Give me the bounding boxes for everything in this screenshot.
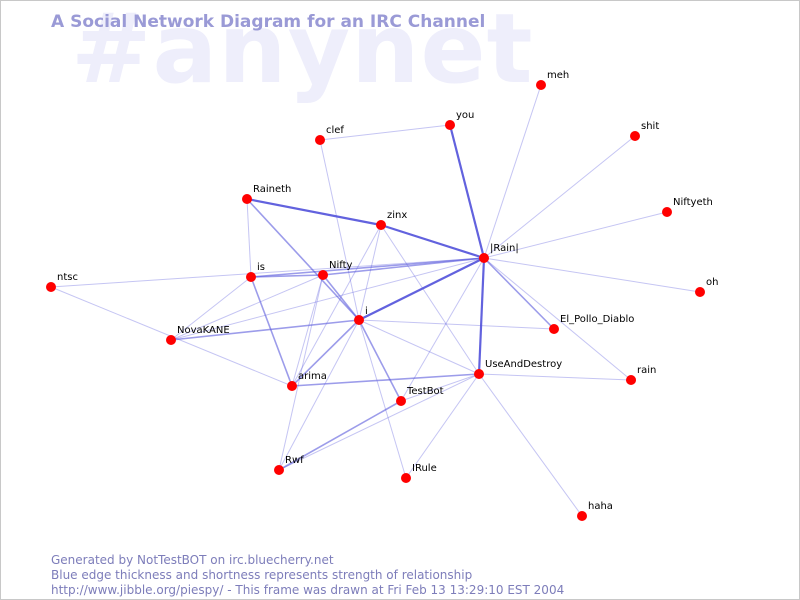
- footer-generated-by: Generated by NotTestBOT on irc.bluecherr…: [51, 553, 334, 567]
- node-Rwf: [274, 465, 284, 475]
- footer-edge-legend: Blue edge thickness and shortness repres…: [51, 568, 473, 582]
- edge-i-NovaKANE: [170, 319, 360, 341]
- node-label-Rwf: Rwf: [285, 455, 304, 466]
- edge-Rain-UseAndDestroy: [477, 257, 486, 375]
- node-meh: [536, 80, 546, 90]
- node-label-i: i: [365, 306, 368, 317]
- edge-i-Rwf: [278, 319, 360, 471]
- node-ntsc: [46, 282, 56, 292]
- edge-clef-i: [319, 139, 360, 321]
- node-label-shit: shit: [641, 121, 659, 132]
- edge-Rain-zinx: [380, 223, 485, 260]
- node-arima: [287, 381, 297, 391]
- node-Nifty: [318, 270, 328, 280]
- edge-i-IRule: [358, 319, 407, 479]
- node-label-Nifty: Nifty: [329, 260, 353, 271]
- edge-clef-you: [319, 124, 451, 141]
- node-label-Rain: |Rain|: [490, 243, 519, 254]
- edge-i-El_Pollo_Diablo: [358, 319, 555, 330]
- channel-watermark: #anynet: [71, 0, 534, 105]
- node-Rain: [479, 253, 489, 263]
- node-label-zinx: zinx: [387, 210, 407, 221]
- node-TestBot: [396, 396, 406, 406]
- node-label-UseAndDestroy: UseAndDestroy: [485, 359, 562, 370]
- edge-Rain-shit: [483, 135, 636, 259]
- edge-i-TestBot: [358, 319, 402, 402]
- node-label-El_Pollo_Diablo: El_Pollo_Diablo: [560, 314, 634, 325]
- footer: Generated by NotTestBOT on irc.bluecherr…: [51, 553, 564, 598]
- edge-Rain-TestBot: [400, 257, 485, 402]
- node-NovaKANE: [166, 335, 176, 345]
- edge-zinx-UseAndDestroy: [380, 224, 480, 375]
- node-i: [354, 315, 364, 325]
- edge-Rain-is: [250, 257, 485, 278]
- node-label-haha: haha: [588, 501, 613, 512]
- node-label-rain: rain: [637, 365, 656, 376]
- node-haha: [577, 511, 587, 521]
- edge-UseAndDestroy-Rwf: [278, 373, 480, 471]
- edge-UseAndDestroy-rain: [478, 373, 632, 381]
- edge-Rain-meh: [483, 84, 542, 259]
- edge-UseAndDestroy-haha: [478, 373, 583, 517]
- footer-source-timestamp: http://www.jibble.org/piespy/ - This fra…: [51, 583, 565, 597]
- edge-Rain-oh: [483, 257, 701, 293]
- node-label-Raineth: Raineth: [253, 184, 291, 195]
- node-clef: [315, 135, 325, 145]
- node-zinx: [376, 220, 386, 230]
- node-label-TestBot: TestBot: [406, 386, 444, 397]
- node-label-is: is: [257, 262, 265, 273]
- edge-Raineth-is: [246, 198, 252, 278]
- edge-Nifty-Rwf: [278, 274, 324, 471]
- node-label-arima: arima: [298, 371, 327, 382]
- edge-Raineth-zinx: [246, 197, 382, 227]
- node-oh: [695, 287, 705, 297]
- node-rain: [626, 375, 636, 385]
- edge-Rain-you: [448, 124, 486, 259]
- edge-zinx-arima: [291, 224, 382, 387]
- node-Niftyeth: [662, 207, 672, 217]
- node-IRule: [401, 473, 411, 483]
- edge-Nifty-i: [322, 274, 360, 321]
- node-label-ntsc: ntsc: [57, 272, 78, 283]
- edge-Rain-i: [358, 257, 485, 321]
- edge-i-UseAndDestroy: [358, 319, 480, 375]
- node-is: [246, 272, 256, 282]
- edge-is-Nifty: [250, 274, 324, 278]
- edge-Nifty-NovaKANE: [170, 274, 324, 341]
- edge-i-arima: [291, 319, 360, 387]
- node-you: [445, 120, 455, 130]
- node-label-Niftyeth: Niftyeth: [673, 197, 713, 208]
- node-shit: [630, 131, 640, 141]
- edge-Nifty-arima: [291, 274, 324, 387]
- node-label-clef: clef: [326, 125, 344, 136]
- node-label-you: you: [456, 110, 474, 121]
- edge-layer: [50, 84, 701, 517]
- edge-Rain-Niftyeth: [483, 211, 668, 259]
- edge-zinx-i: [358, 224, 382, 321]
- node-label-oh: oh: [706, 277, 718, 288]
- edge-Rain-Nifty: [322, 257, 485, 276]
- edge-Rain-ntsc: [50, 257, 485, 288]
- edge-Rain-rain: [483, 257, 632, 381]
- diagram-title: A Social Network Diagram for an IRC Chan…: [51, 12, 486, 32]
- edge-Rain-NovaKANE: [170, 257, 485, 341]
- node-UseAndDestroy: [474, 369, 484, 379]
- node-Raineth: [242, 194, 252, 204]
- node-label-meh: meh: [547, 70, 569, 81]
- node-label-IRule: IRule: [412, 463, 437, 474]
- edge-UseAndDestroy-IRule: [405, 373, 480, 479]
- edge-is-arima: [250, 276, 293, 387]
- edge-Rain-El_Pollo_Diablo: [483, 257, 555, 330]
- node-label-NovaKANE: NovaKANE: [177, 325, 230, 336]
- edge-arima-UseAndDestroy: [291, 373, 480, 387]
- edge-is-NovaKANE: [170, 276, 252, 341]
- edge-TestBot-Rwf: [278, 400, 402, 471]
- edge-UseAndDestroy-TestBot: [400, 373, 480, 402]
- node-El_Pollo_Diablo: [549, 324, 559, 334]
- edge-Raineth-i: [246, 198, 360, 321]
